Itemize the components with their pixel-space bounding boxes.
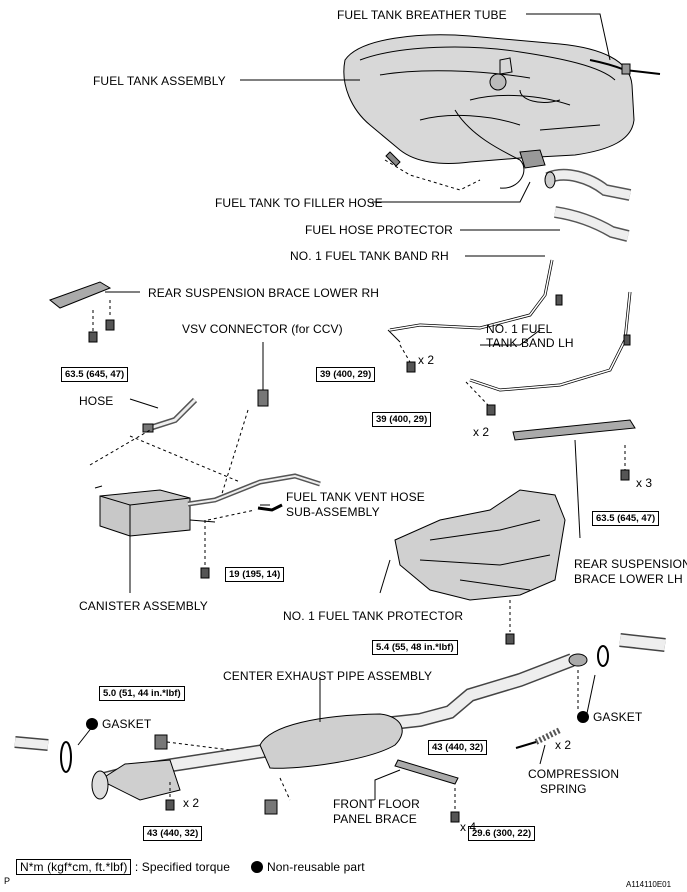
label-gasket-left: GASKET — [86, 717, 151, 731]
label-compression-spring-line2: SPRING — [540, 782, 587, 796]
fuel-tank-drawing — [343, 34, 661, 189]
label-canister: CANISTER ASSEMBLY — [79, 599, 208, 613]
label-tank-protector: NO. 1 FUEL TANK PROTECTOR — [283, 609, 464, 623]
torque-floor-brace: 29.6 (300, 22) — [468, 826, 536, 841]
legend-unit-box: N*m (kgf*cm, ft.*lbf) — [16, 859, 132, 875]
label-hose: HOSE — [79, 394, 114, 408]
hose-drawing — [142, 397, 198, 433]
left-pipe-drawing — [14, 736, 72, 773]
legend-nonreusable-text: Non-reusable part — [266, 860, 365, 874]
label-center-pipe: CENTER EXHAUST PIPE ASSEMBLY — [223, 669, 433, 683]
tank-protector-drawing — [394, 489, 566, 601]
legend: N*m (kgf*cm, ft.*lbf) : Specified torque… — [16, 859, 365, 875]
brace-lower-rh-drawing — [48, 281, 115, 343]
tank-band-lh-drawing — [469, 291, 632, 392]
nonreusable-legend-icon — [250, 861, 263, 873]
multiplier-flange: x 2 — [183, 796, 200, 810]
torque-brace-rh: 63.5 (645, 47) — [61, 367, 129, 382]
hose-protector-drawing — [554, 206, 630, 242]
label-brace-lower-lh-line2: BRACE LOWER LH — [574, 572, 683, 586]
torque-band-lh: 39 (400, 29) — [372, 412, 432, 427]
label-band-lh-line1: NO. 1 FUEL — [486, 322, 553, 336]
multiplier-brace-lh: x 3 — [636, 476, 653, 490]
nonreusable-marker-icon — [577, 711, 589, 723]
brace-lower-lh-drawing — [512, 419, 636, 481]
canister-drawing — [94, 473, 321, 537]
filler-hose-drawing — [544, 168, 632, 201]
label-filler-hose: FUEL TANK TO FILLER HOSE — [215, 196, 383, 210]
label-hose-protector: FUEL HOSE PROTECTOR — [305, 223, 453, 237]
label-compression-spring-line1: COMPRESSION — [528, 767, 620, 781]
center-exhaust-pipe-drawing — [91, 653, 588, 801]
label-gasket-right: GASKET — [577, 710, 642, 724]
label-brace-lower-lh-line1: REAR SUSPENSION — [574, 557, 687, 571]
tank-band-rh-drawing — [387, 259, 563, 343]
label-band-rh: NO. 1 FUEL TANK BAND RH — [290, 249, 449, 263]
torque-band-rh: 39 (400, 29) — [316, 367, 376, 382]
torque-pipe-front: 5.0 (51, 44 in.*lbf) — [99, 686, 185, 701]
label-brace-lower-rh: REAR SUSPENSION BRACE LOWER RH — [148, 286, 380, 300]
label-floor-brace-line2: PANEL BRACE — [333, 812, 417, 826]
label-vsv-connector: VSV CONNECTOR (for CCV) — [182, 322, 343, 336]
corner-mark: P — [4, 876, 11, 886]
multiplier-band-lh: x 2 — [473, 425, 490, 439]
right-pipe-drawing — [597, 633, 666, 667]
label-floor-brace-line1: FRONT FLOOR — [333, 797, 420, 811]
torque-spring-bolt: 43 (440, 32) — [428, 740, 488, 755]
label-band-lh-line2: TANK BAND LH — [486, 336, 574, 350]
multiplier-floor: x 4 — [460, 820, 477, 834]
torque-canister: 19 (195, 14) — [225, 567, 285, 582]
label-vent-hose-line1: FUEL TANK VENT HOSE — [286, 490, 425, 504]
legend-unit-text: : Specified torque — [134, 860, 231, 874]
multiplier-band-rh: x 2 — [418, 353, 435, 367]
nonreusable-marker-icon — [86, 718, 98, 730]
label-tank-assembly: FUEL TANK ASSEMBLY — [93, 74, 226, 88]
label-vent-hose-line2: SUB-ASSEMBLY — [286, 505, 380, 519]
torque-flange-left: 43 (440, 32) — [143, 826, 203, 841]
torque-brace-lh: 63.5 (645, 47) — [592, 511, 660, 526]
multiplier-spring: x 2 — [555, 738, 572, 752]
label-breather-tube: FUEL TANK BREATHER TUBE — [337, 8, 507, 22]
torque-protector: 5.4 (55, 48 in.*lbf) — [372, 640, 458, 655]
figure-code: A114110E01 — [626, 880, 672, 889]
